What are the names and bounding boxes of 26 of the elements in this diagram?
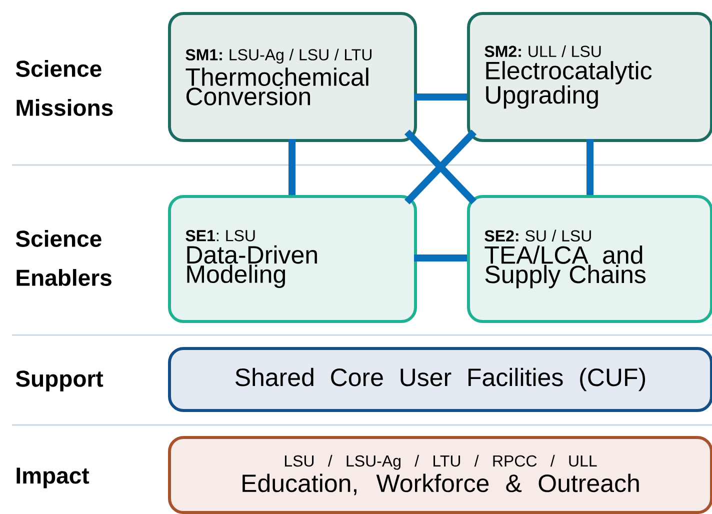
crossing-lines — [404, 130, 477, 204]
enabler-box — [168, 195, 417, 323]
connector-line — [414, 94, 467, 100]
node-label: Thermochemical Conversion — [186, 68, 368, 106]
impact-box — [168, 436, 712, 514]
connector-line — [288, 139, 296, 195]
node-label: LSU / LSU-Ag / LTU / RPCC / ULL — [284, 454, 597, 470]
node-label: TEA/LCA and Supply Chains — [484, 246, 646, 288]
node-label: Electrocatalytic Upgrading — [486, 61, 652, 109]
enabler-box — [467, 195, 712, 323]
row-label: Science Missions — [16, 60, 113, 116]
node-label: Shared Core User Facilities (CUF) — [235, 368, 646, 392]
node-label: SE2: SU / LSU — [484, 230, 591, 242]
mission-box — [467, 12, 712, 142]
node-label: Education, Workforce & Outreach — [242, 474, 639, 496]
node-label: SM2: ULL / LSU — [484, 45, 601, 58]
row-label: Support — [16, 370, 104, 392]
node-label: SE1: LSU — [186, 230, 255, 242]
row-label: Impact — [16, 468, 90, 488]
connector-line — [414, 254, 467, 262]
row-label: Science Enablers — [16, 230, 112, 286]
mission-box — [168, 12, 417, 142]
support-box — [168, 347, 712, 412]
connector-line — [586, 139, 594, 195]
node-label: Data-Driven Modeling — [187, 245, 317, 288]
node-label: SM1: LSU-Ag / LSU / LTU — [186, 48, 372, 64]
